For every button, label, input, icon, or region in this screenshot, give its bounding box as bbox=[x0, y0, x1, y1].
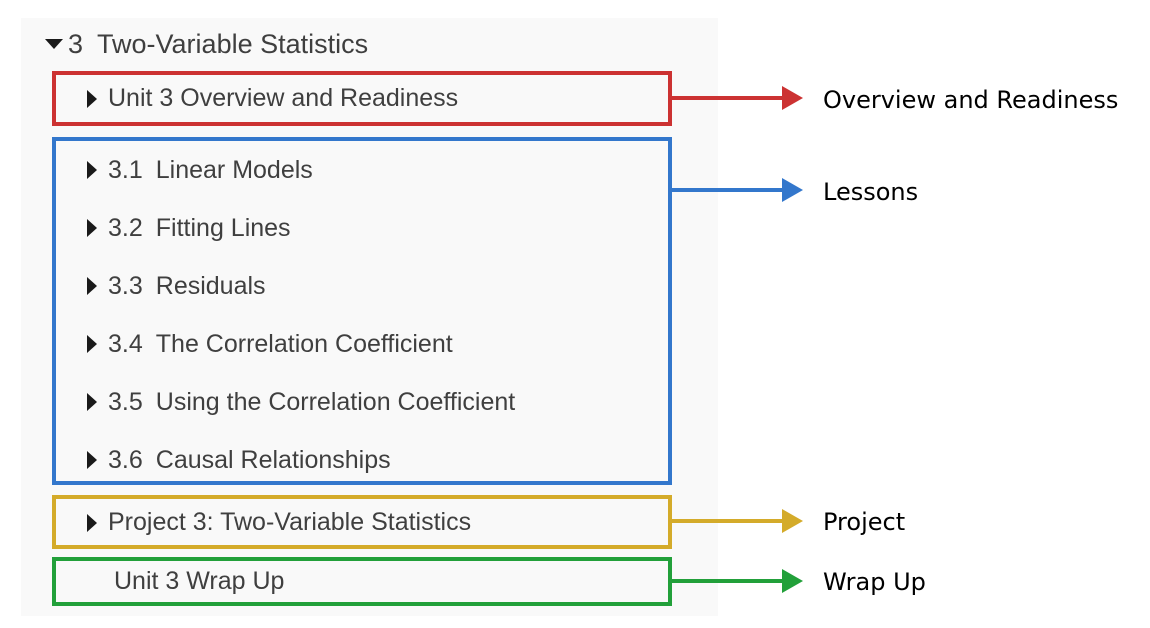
caret-right-icon[interactable] bbox=[87, 89, 97, 108]
group-lessons: 3.1 Linear Models 3.2 Fitting Lines 3.3 … bbox=[52, 137, 672, 485]
row-label: Residuals bbox=[155, 271, 266, 300]
unit-header-row[interactable]: 3 Two-Variable Statistics bbox=[45, 26, 368, 62]
row-label: Using the Correlation Coefficient bbox=[155, 387, 516, 416]
annotation-label: Project bbox=[823, 508, 906, 536]
outline-row-lesson-3-5[interactable]: 3.5 Using the Correlation Coefficient bbox=[56, 373, 668, 431]
annotation-label: Overview and Readiness bbox=[823, 86, 1119, 114]
row-label: Unit 3 Wrap Up bbox=[114, 567, 285, 595]
row-number: 3.5 bbox=[108, 387, 143, 416]
row-label: Causal Relationships bbox=[155, 445, 391, 474]
arrowhead-icon bbox=[782, 86, 803, 110]
annotation-label: Lessons bbox=[823, 178, 919, 206]
group-overview-and-readiness: Unit 3 Overview and Readiness bbox=[52, 71, 672, 126]
caret-right-icon[interactable] bbox=[87, 161, 97, 179]
outline-row-lesson-3-4[interactable]: 3.4 The Correlation Coefficient bbox=[56, 315, 668, 373]
outline-row-project-3[interactable]: Project 3: Two-Variable Statistics bbox=[56, 499, 668, 546]
connector-line bbox=[668, 519, 784, 523]
outline-row-lesson-3-6[interactable]: 3.6 Causal Relationships bbox=[56, 431, 668, 489]
row-label: Project 3: Two-Variable Statistics bbox=[108, 508, 472, 536]
group-project: Project 3: Two-Variable Statistics bbox=[52, 495, 672, 549]
annotation-label: Wrap Up bbox=[823, 568, 926, 596]
arrowhead-icon bbox=[782, 509, 803, 533]
arrowhead-icon bbox=[782, 178, 803, 202]
row-label: Linear Models bbox=[155, 155, 313, 184]
outline-row-lesson-3-1[interactable]: 3.1 Linear Models bbox=[56, 141, 668, 199]
row-number: 3.1 bbox=[108, 155, 143, 184]
outline-row-lesson-3-2[interactable]: 3.2 Fitting Lines bbox=[56, 199, 668, 257]
row-label: The Correlation Coefficient bbox=[155, 329, 453, 358]
caret-right-icon[interactable] bbox=[87, 277, 97, 295]
outline-row-unit-overview[interactable]: Unit 3 Overview and Readiness bbox=[56, 75, 668, 122]
row-number: 3.6 bbox=[108, 445, 143, 474]
caret-right-icon[interactable] bbox=[87, 513, 97, 532]
group-wrap-up: Unit 3 Wrap Up bbox=[52, 557, 672, 606]
caret-right-icon[interactable] bbox=[87, 219, 97, 237]
row-label: Unit 3 Overview and Readiness bbox=[108, 84, 459, 112]
row-number: 3.2 bbox=[108, 213, 143, 242]
outline-row-unit-wrap-up[interactable]: Unit 3 Wrap Up bbox=[56, 561, 668, 602]
caret-down-icon[interactable] bbox=[45, 39, 63, 49]
connector-line bbox=[668, 96, 784, 100]
arrowhead-icon bbox=[782, 569, 803, 593]
row-label: Fitting Lines bbox=[155, 213, 291, 242]
caret-right-icon[interactable] bbox=[87, 451, 97, 469]
row-number: 3.3 bbox=[108, 271, 143, 300]
unit-number: 3 bbox=[68, 28, 84, 59]
caret-right-icon[interactable] bbox=[87, 393, 97, 411]
connector-line bbox=[668, 188, 784, 192]
outline-row-lesson-3-3[interactable]: 3.3 Residuals bbox=[56, 257, 668, 315]
row-number: 3.4 bbox=[108, 329, 143, 358]
caret-right-icon[interactable] bbox=[87, 335, 97, 353]
unit-title: Two-Variable Statistics bbox=[97, 28, 369, 59]
connector-line bbox=[668, 579, 784, 583]
